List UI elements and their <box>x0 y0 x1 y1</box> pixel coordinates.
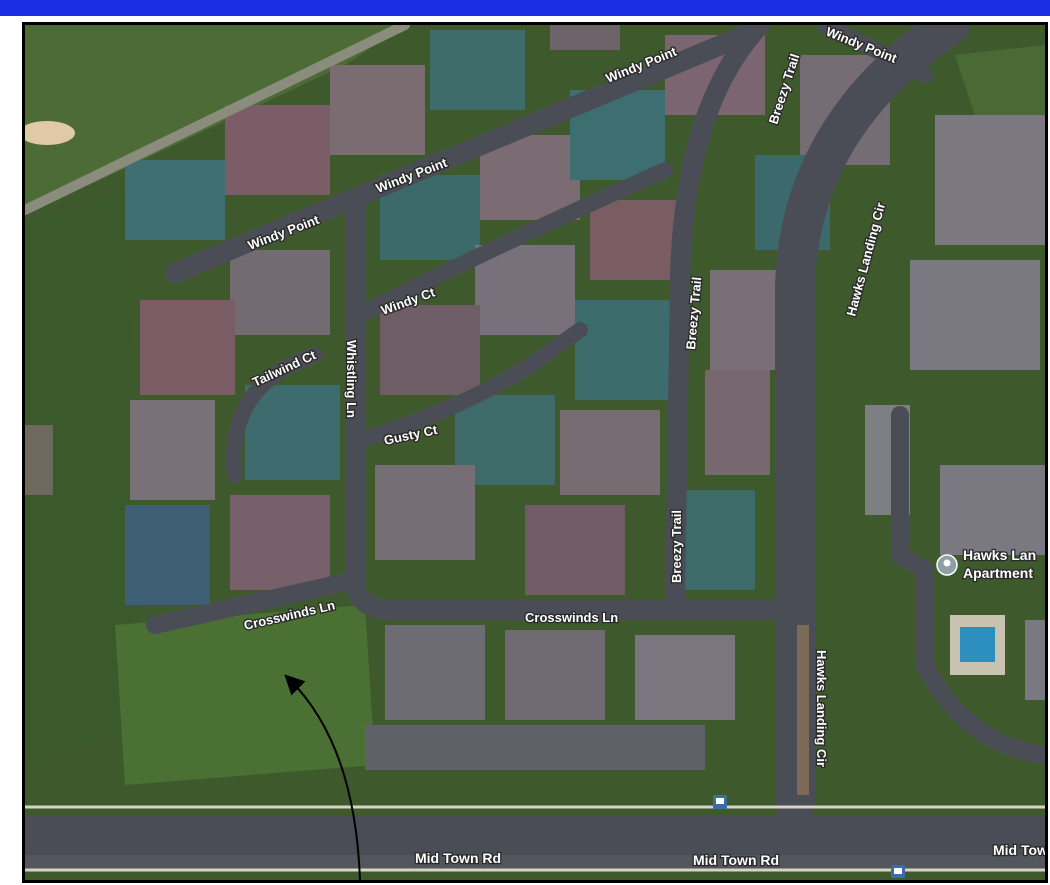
poi-label-apartments[interactable]: Apartment <box>962 564 1035 583</box>
arrow-icon <box>284 674 361 880</box>
open-field <box>115 605 375 785</box>
road-label-mid-town-rd: Mid Town <box>993 842 1045 858</box>
road-label-mid-town-rd: Mid Town Rd <box>415 850 501 866</box>
bus-stop-icon[interactable] <box>891 865 905 878</box>
poi-label-apartments[interactable]: Hawks Lan <box>962 546 1038 565</box>
aerial-map[interactable]: Windy Point Windy Point Windy Point Wind… <box>25 25 1045 880</box>
road-network <box>25 25 1045 869</box>
road-label-mid-town-rd: Mid Town Rd <box>693 852 779 868</box>
street-label-whistling-ln: Whistling Ln <box>344 340 359 418</box>
street-label-hawks-landing-cir: Hawks Landing Cir <box>814 650 829 767</box>
street-label-crosswinds-ln: Crosswinds Ln <box>525 610 618 625</box>
parking-lot-south <box>365 725 705 770</box>
sand-bunker <box>25 121 75 145</box>
bus-stop-icon[interactable] <box>713 795 727 809</box>
golf-lawn <box>25 195 145 765</box>
map-pin-icon[interactable] <box>936 554 958 576</box>
map-frame[interactable]: Windy Point Windy Point Windy Point Wind… <box>22 22 1048 883</box>
top-bar <box>0 0 1050 16</box>
clubhouse <box>25 425 53 495</box>
median <box>797 625 809 795</box>
swimming-pool <box>960 627 995 662</box>
street-label-breezy-trail: Breezy Trail <box>669 510 684 583</box>
